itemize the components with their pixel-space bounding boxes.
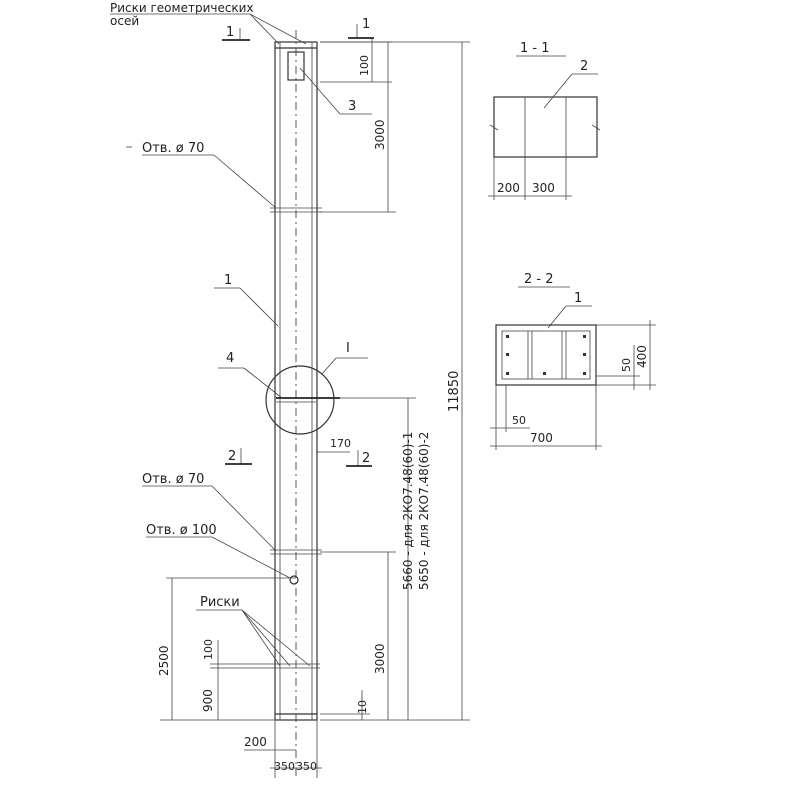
dim-11850: 11850 [447,371,462,412]
dim-10: 10 [356,700,369,714]
callout-2: 2 [580,59,588,74]
axis-marks-label-2: осей [110,14,139,28]
sec2-dim-50-right: 50 [620,358,633,372]
dim-100-top: 100 [358,55,371,76]
dim-3000-top: 3000 [373,119,387,150]
callout-3: 3 [348,99,356,114]
dim-2500: 2500 [157,645,171,676]
sec2-dim-400: 400 [635,345,649,368]
column-elevation [210,30,340,780]
dim-170: 170 [330,437,351,450]
hole-100 [289,575,299,585]
dim-350-left: 350 [274,760,295,773]
section-2-2-title: 2 - 2 [524,272,554,287]
sec2-dim-50-bottom: 50 [512,414,526,427]
note-line-2: 5650 - для 2КО7.48(60)-2 [417,432,431,590]
dim-200-bottom: 200 [244,735,267,749]
section-2-2-outline [495,324,597,386]
note-line-1: 5660 - для 2КО7.48(60)-1 [401,432,415,590]
sec1-dim-200: 200 [497,181,520,195]
right-dimensions: 100 3000 11850 5660 - для 2КО7.48(60)-1 … [320,38,470,721]
hole70-bottom-label: Отв. ø 70 [142,472,204,487]
section-1-1: 1 - 1 2 200 300 [488,41,601,200]
hole70-top-label: Отв. ø 70 [142,141,204,156]
axis-marks-label-1: Риски геометрических [110,1,254,15]
detail-I-label: I [346,341,350,356]
cut-mark-1-left: 1 [226,25,234,40]
sec2-dim-700: 700 [530,431,553,445]
cut-mark-2-right: 2 [362,451,370,466]
dim-100-bottom: 100 [202,639,215,660]
section-1-1-outline [493,96,598,158]
callout-4: 4 [226,351,234,366]
dim-900: 900 [201,689,215,712]
top-annotations: Риски геометрических осей 1 1 3 Отв. ø 7… [110,1,374,399]
dim-350-right: 350 [296,760,317,773]
dim-3000-bottom: 3000 [373,643,387,674]
lower-annotations: 2 2 170 Отв. ø 70 Отв. ø 100 Риски 2500 … [142,437,372,778]
cut-mark-1-right: 1 [362,17,370,32]
cut-mark-2-left: 2 [228,449,236,464]
callout-1: 1 [224,273,232,288]
marks-label: Риски [200,595,240,610]
detail-circle-I [265,365,335,435]
sec1-dim-300: 300 [532,181,555,195]
section-1-1-title: 1 - 1 [520,41,550,56]
callout-1-section: 1 [574,291,582,306]
section-2-2: 2 - 2 1 50 400 50 700 [490,272,656,450]
hole100-label: Отв. ø 100 [146,523,217,538]
embedded-plate [287,51,305,81]
